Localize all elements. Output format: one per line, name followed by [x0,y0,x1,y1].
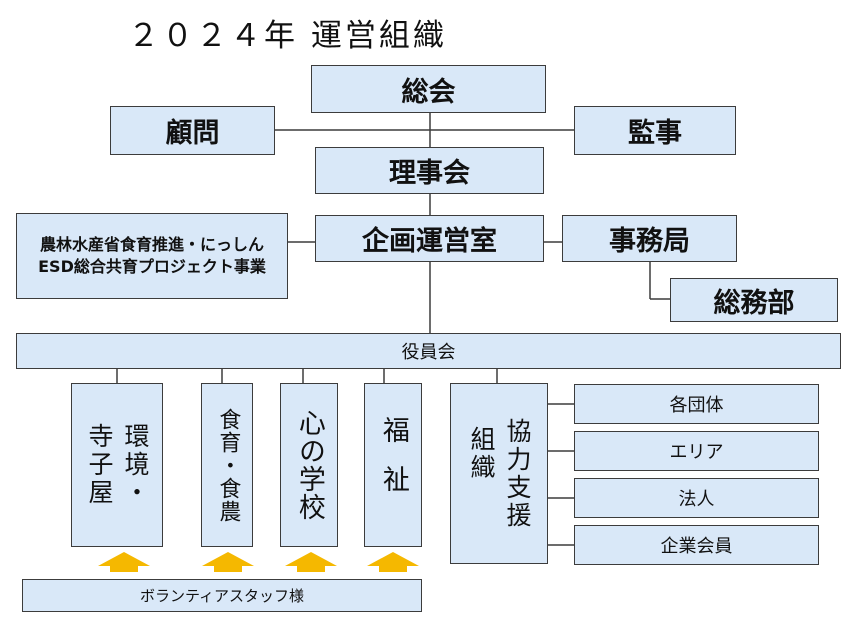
kokoro-label: 心の学校 [293,409,325,521]
kyoryoku-label: 協力支援 [503,417,532,530]
kyoryoku-box: 協力支援 組織 [450,383,548,564]
komon-box: 顧問 [110,106,275,155]
jimukyoku-box: 事務局 [562,215,737,262]
kankyo-label: 環境・ [121,423,150,507]
fukushi-box: 福祉 [364,383,422,547]
yakuinkai-box: 役員会 [16,333,841,369]
houjin-box: 法人 [574,478,819,518]
fukushi-label: 福祉 [377,416,409,514]
soshiki-label: 組織 [467,425,496,482]
rijikai-box: 理事会 [315,147,544,194]
kankyo-terakoya-box: 環境・ 寺子屋 [71,383,163,547]
kokoro-box: 心の学校 [280,383,338,547]
soumubu-box: 総務部 [670,278,838,322]
shokuiku-box: 食育・食農 [201,383,253,547]
up-arrow-icon [98,552,150,572]
up-arrow-icon [202,552,254,572]
terakoya-label: 寺子屋 [85,423,114,507]
up-arrows [98,552,419,572]
kigyou-box: 企業会員 [574,525,819,565]
up-arrow-icon [285,552,337,572]
kikaku-box: 企画運営室 [315,215,544,262]
project-box: 農林水産省食育推進・にっしんESD総合共育プロジェクト事業 [16,213,288,299]
kakudantai-box: 各団体 [574,384,819,424]
kanji-box: 監事 [574,106,736,155]
page-title: ２０２４年 運営組織 [128,18,447,54]
eria-box: エリア [574,431,819,471]
soukai-box: 総会 [311,65,546,113]
up-arrow-icon [367,552,419,572]
shokuiku-label: 食育・食農 [215,407,241,523]
volunteer-box: ボランティアスタッフ様 [22,579,422,612]
